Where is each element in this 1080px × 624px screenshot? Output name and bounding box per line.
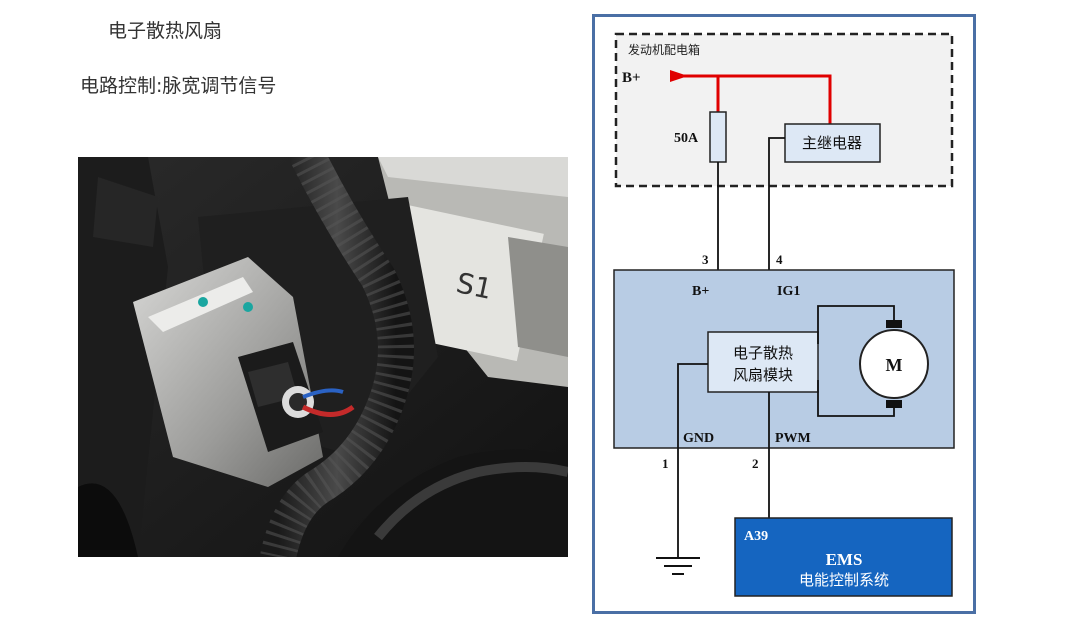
fan-module-photo: S1 xyxy=(78,157,568,557)
fuse-label: 50A xyxy=(674,131,699,146)
ground-symbol xyxy=(656,557,700,575)
motor xyxy=(859,329,929,399)
fan-controller xyxy=(707,331,819,393)
engine-box-label: 发动机配电箱 xyxy=(628,42,700,57)
page-subtitle: 电路控制:脉宽调节信号 xyxy=(80,75,277,97)
motor-wiring xyxy=(817,305,895,417)
main-relay xyxy=(784,123,881,163)
module-gnd-label: GND xyxy=(683,431,714,446)
power-wire xyxy=(674,74,832,124)
ems-connector-label: A39 xyxy=(744,529,768,544)
pin-3: 3 xyxy=(702,252,709,267)
ems-title: EMS xyxy=(826,550,863,569)
controller-name-line1: 电子散热 xyxy=(733,344,793,362)
wiring-hose xyxy=(260,157,414,557)
sticker-text: S1 xyxy=(453,266,495,306)
engine-distribution-box xyxy=(614,32,954,188)
module-pwm-label: PWM xyxy=(775,431,811,446)
pin-1: 1 xyxy=(662,456,669,471)
motor-label: M xyxy=(886,355,903,375)
fuse xyxy=(709,111,727,163)
page-title: 电子散热风扇 xyxy=(108,20,223,42)
pin-4: 4 xyxy=(776,252,783,267)
module-bplus-label: B+ xyxy=(692,284,709,299)
ems-box xyxy=(734,517,953,597)
main-relay-label: 主继电器 xyxy=(802,134,862,152)
controller-name-line2: 风扇模块 xyxy=(733,366,793,384)
circuit-diagram: 发动机配电箱 B+ 50A 主继电器 3 4 B+ IG1 GND PWM 电子… xyxy=(592,14,976,614)
module-ig1-label: IG1 xyxy=(777,284,800,299)
pin-2: 2 xyxy=(752,456,759,471)
ig1-wire xyxy=(768,137,785,332)
ems-subtitle: 电能控制系统 xyxy=(799,571,889,589)
bplus-source-arrow xyxy=(670,70,688,82)
bplus-source-label: B+ xyxy=(622,70,641,86)
gnd-wire xyxy=(677,363,708,558)
